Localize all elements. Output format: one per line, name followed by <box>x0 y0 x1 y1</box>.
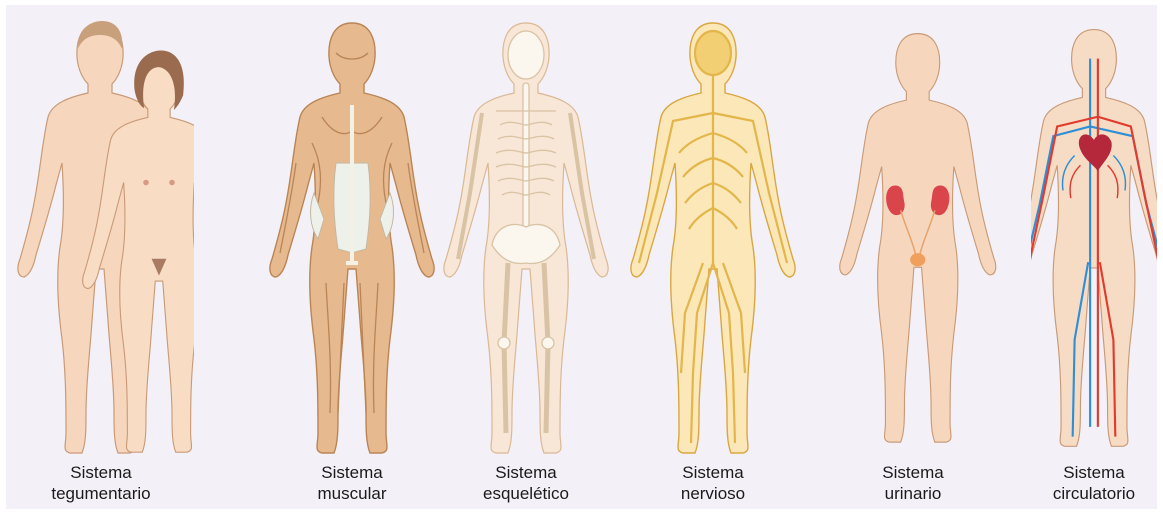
caption-line-2: circulatorio <box>1031 483 1157 504</box>
nerve-network <box>639 31 787 443</box>
caption-circulatorio: Sistema circulatorio <box>1031 462 1157 504</box>
caption-line-1: Sistema <box>426 462 626 483</box>
panel-muscular: Sistema muscular <box>252 5 452 509</box>
caption-urinario: Sistema urinario <box>818 462 1008 504</box>
panel-urinario: Sistema urinario <box>818 5 1008 509</box>
skeletal-illustration <box>426 13 626 458</box>
panel-nervioso: Sistema nervioso <box>613 5 813 509</box>
caption-muscular: Sistema muscular <box>252 462 452 504</box>
caption-tegumentario: Sistema tegumentario <box>8 462 194 504</box>
nervous-illustration <box>613 13 813 458</box>
caption-line-2: esquelético <box>426 483 626 504</box>
muscular-illustration <box>252 13 452 458</box>
skeleton <box>458 31 594 433</box>
caption-nervioso: Sistema nervioso <box>613 462 813 504</box>
caption-line-2: urinario <box>818 483 1008 504</box>
caption-line-1: Sistema <box>818 462 1008 483</box>
urinary-illustration <box>818 13 1008 458</box>
caption-line-1: Sistema <box>613 462 813 483</box>
panel-circulatorio: Sistema circulatorio <box>1031 5 1157 509</box>
caption-line-2: nervioso <box>613 483 813 504</box>
caption-esqueletico: Sistema esquelético <box>426 462 626 504</box>
panel-esqueletico: Sistema esquelético <box>426 5 626 509</box>
circulatory-illustration <box>1031 13 1157 458</box>
caption-line-1: Sistema <box>1031 462 1157 483</box>
integumentary-illustration <box>8 13 194 458</box>
caption-line-2: muscular <box>252 483 452 504</box>
caption-line-2: tegumentario <box>8 483 194 504</box>
caption-line-1: Sistema <box>8 462 194 483</box>
panel-tegumentario: Sistema tegumentario <box>8 5 194 509</box>
caption-line-1: Sistema <box>252 462 452 483</box>
body-systems-figure: Sistema tegumentario <box>6 5 1157 509</box>
